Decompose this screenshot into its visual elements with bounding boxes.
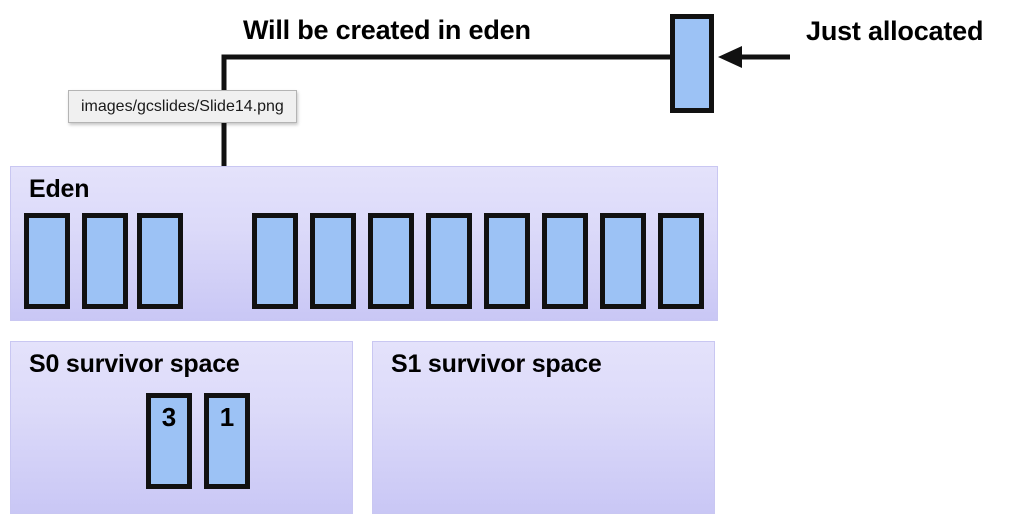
eden-object-block [24, 213, 70, 309]
eden-object-block [137, 213, 183, 309]
eden-object-block [542, 213, 588, 309]
survivor-object-block: 1 [204, 393, 250, 489]
just-allocated-object-block [670, 14, 714, 113]
eden-region-title: Eden [29, 175, 90, 203]
eden-object-block [658, 213, 704, 309]
eden-object-block [252, 213, 298, 309]
eden-object-block [600, 213, 646, 309]
survivor-object-age: 1 [219, 402, 235, 432]
eden-object-block [368, 213, 414, 309]
just-allocated-arrowhead [718, 46, 742, 68]
eden-object-block [82, 213, 128, 309]
image-path-tooltip: images/gcslides/Slide14.png [68, 90, 297, 123]
eden-object-block [484, 213, 530, 309]
just-allocated-label: Just allocated [806, 16, 984, 46]
eden-object-block [426, 213, 472, 309]
s1-survivor-region: S1 survivor space [372, 341, 715, 514]
s0-survivor-region-title: S0 survivor space [29, 350, 240, 378]
will-be-created-in-eden-label: Will be created in eden [243, 15, 531, 45]
survivor-object-age: 3 [161, 402, 177, 432]
survivor-object-block: 3 [146, 393, 192, 489]
eden-object-block [310, 213, 356, 309]
s1-survivor-region-title: S1 survivor space [391, 350, 602, 378]
